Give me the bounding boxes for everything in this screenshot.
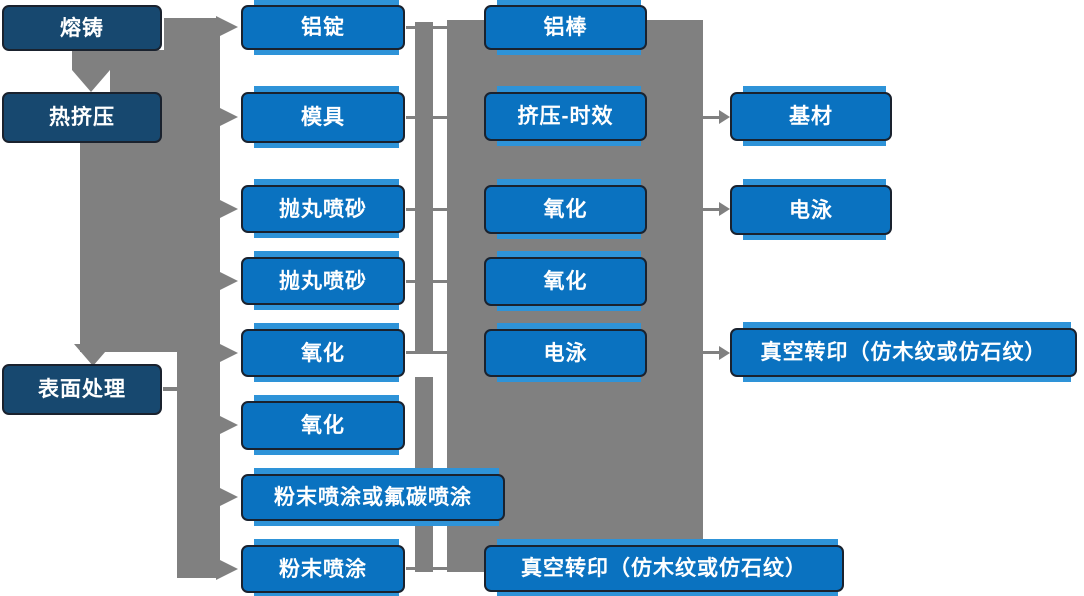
arrowhead-right-icon	[216, 558, 238, 580]
node-face: 氧化	[484, 257, 647, 306]
node-label: 熔铸	[60, 16, 104, 40]
node-face: 氧化	[241, 401, 405, 450]
connector-mid-bar-upper	[415, 22, 433, 352]
node-shot-blasting-2: 抛丸喷砂	[241, 251, 405, 310]
node-powder-coating: 粉末喷涂	[241, 539, 405, 596]
node-face: 铝锭	[241, 5, 405, 50]
node-label: 铝锭	[301, 16, 345, 39]
arrowhead-right-icon	[719, 110, 730, 124]
node-face: 真空转印（仿木纹或仿石纹）	[730, 328, 1077, 377]
node-face: 抛丸喷砂	[241, 257, 405, 305]
node-vacuum-transfer-1: 真空转印（仿木纹或仿石纹）	[484, 539, 844, 596]
node-powder-or-fluorocarbon: 粉末喷涂或氟碳喷涂	[241, 468, 505, 526]
node-face: 铝棒	[484, 5, 647, 50]
node-shot-blasting-1: 抛丸喷砂	[241, 179, 405, 238]
arrowhead-right-icon	[216, 270, 238, 292]
node-label: 抛丸喷砂	[279, 269, 367, 293]
node-label: 粉末喷涂或氟碳喷涂	[274, 486, 472, 509]
arrowhead-right-icon	[719, 202, 730, 216]
connector-line	[406, 567, 484, 570]
arrowhead-right-icon	[216, 106, 238, 128]
node-label: 粉末喷涂	[279, 557, 367, 581]
node-label: 模具	[301, 106, 345, 129]
connector-line	[406, 280, 448, 283]
connector-line	[406, 208, 448, 211]
node-face: 模具	[241, 92, 405, 143]
node-vacuum-transfer-2: 真空转印（仿木纹或仿石纹）	[730, 322, 1077, 382]
connector-line	[703, 351, 719, 354]
connector-line	[406, 26, 448, 29]
connector-line	[703, 116, 719, 119]
node-oxidation-3: 氧化	[484, 179, 647, 239]
node-hot-extrusion: 热挤压	[2, 92, 162, 143]
node-oxidation-4: 氧化	[484, 251, 647, 311]
node-face: 挤压-时效	[484, 92, 647, 141]
arrowhead-right-icon	[719, 346, 730, 360]
node-face: 粉末喷涂或氟碳喷涂	[241, 474, 505, 521]
node-mold: 模具	[241, 86, 405, 148]
node-label: 真空转印（仿木纹或仿石纹）	[521, 557, 807, 580]
node-label: 抛丸喷砂	[279, 197, 367, 221]
connector-top-elbow	[164, 18, 220, 52]
connector-line	[703, 208, 719, 211]
node-melting: 熔铸	[2, 5, 162, 51]
node-face: 热挤压	[2, 92, 162, 143]
node-oxidation-1: 氧化	[241, 323, 405, 382]
node-aluminum-ingot: 铝锭	[241, 0, 405, 55]
node-label: 基材	[789, 105, 833, 128]
node-label: 热挤压	[49, 106, 115, 129]
node-substrate: 基材	[730, 86, 892, 146]
arrowhead-right-icon	[216, 486, 238, 508]
arrowhead-right-icon	[216, 342, 238, 364]
arrow-down-icon	[74, 344, 112, 366]
node-face: 表面处理	[2, 364, 162, 415]
node-label: 氧化	[301, 414, 345, 437]
node-face: 熔铸	[2, 5, 162, 51]
node-aluminum-rod: 铝棒	[484, 0, 647, 55]
node-label: 电泳	[543, 341, 588, 365]
node-label: 真空转印（仿木纹或仿石纹）	[760, 341, 1047, 364]
node-surface-treatment: 表面处理	[2, 364, 162, 415]
connector-line	[406, 351, 448, 354]
arrow-down-icon	[72, 70, 110, 92]
node-face: 电泳	[730, 185, 892, 235]
connector-down-stub	[72, 50, 110, 70]
node-face: 真空转印（仿木纹或仿石纹）	[484, 545, 844, 592]
connector-surface-link	[163, 387, 177, 391]
node-label: 氧化	[543, 270, 588, 293]
node-label: 氧化	[301, 341, 345, 365]
node-face: 抛丸喷砂	[241, 185, 405, 233]
node-label: 挤压-时效	[517, 105, 614, 128]
node-electrophoresis-2: 电泳	[730, 179, 892, 240]
node-label: 氧化	[543, 198, 588, 221]
node-label: 表面处理	[38, 378, 126, 401]
node-face: 氧化	[484, 185, 647, 234]
node-extrusion-aging: 挤压-时效	[484, 86, 647, 146]
node-face: 电泳	[484, 329, 647, 377]
node-label: 铝棒	[543, 16, 588, 39]
arrowhead-right-icon	[216, 198, 238, 220]
node-face: 氧化	[241, 329, 405, 377]
connector-trunk-main	[80, 143, 220, 352]
connector-trunk-lower	[177, 352, 220, 578]
arrowhead-right-icon	[216, 414, 238, 436]
arrowhead-right-icon	[216, 16, 238, 38]
node-electrophoresis-1: 电泳	[484, 323, 647, 382]
node-face: 粉末喷涂	[241, 545, 405, 593]
node-label: 电泳	[789, 198, 833, 222]
node-face: 基材	[730, 92, 892, 141]
connector-line	[406, 116, 448, 119]
node-oxidation-2: 氧化	[241, 395, 405, 455]
